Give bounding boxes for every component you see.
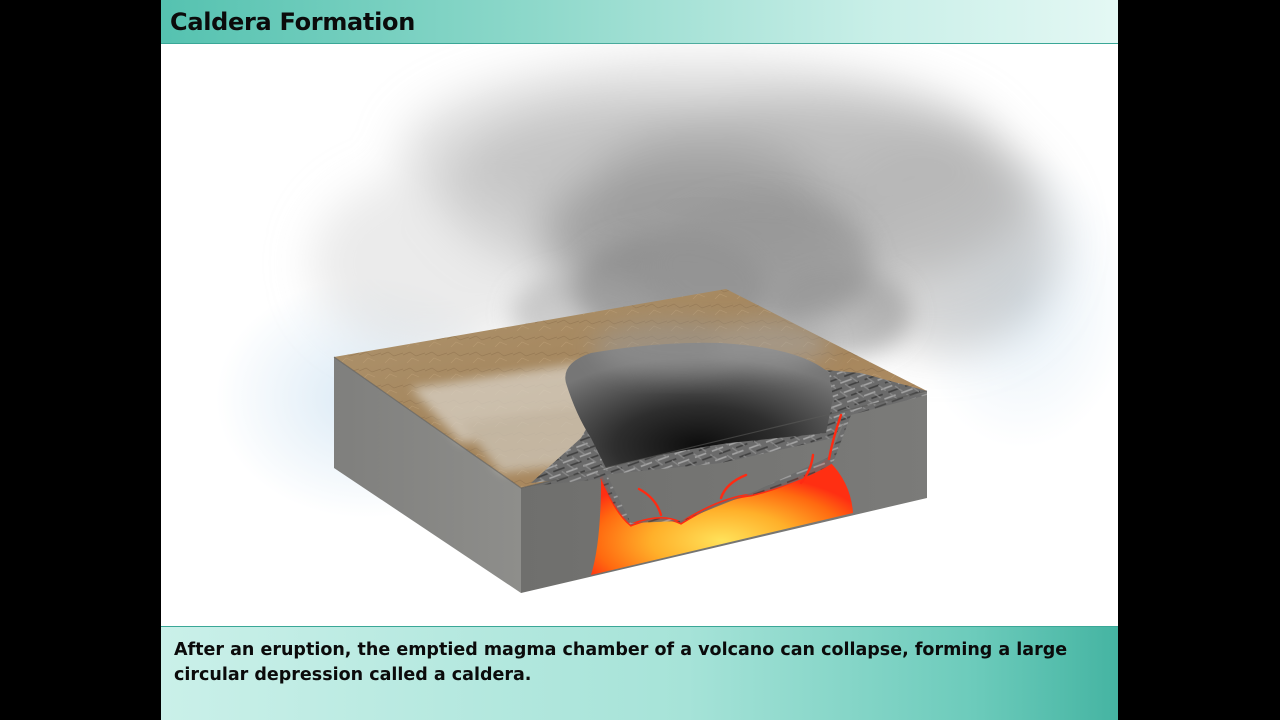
slide-title: Caldera Formation — [170, 8, 416, 36]
title-bar: Caldera Formation — [161, 0, 1118, 44]
caption-bar: After an eruption, the emptied magma cha… — [161, 626, 1118, 720]
magma-chamber — [591, 461, 853, 575]
caption-text: After an eruption, the emptied magma cha… — [174, 640, 1068, 685]
block-edge — [333, 356, 928, 489]
block-left-face — [334, 357, 521, 593]
steam-from-caldera — [591, 318, 831, 376]
caldera-pit — [565, 342, 833, 468]
caldera-illustration — [216, 58, 1118, 593]
slide: Caldera Formation — [161, 0, 1118, 720]
lava-veins — [637, 413, 843, 517]
